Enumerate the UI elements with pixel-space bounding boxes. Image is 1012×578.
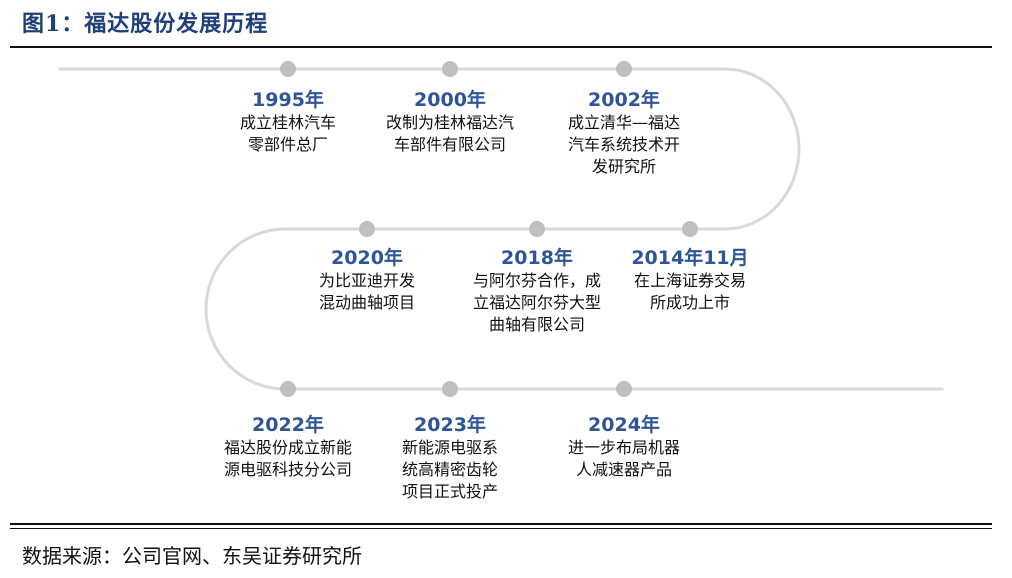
source-note: 数据来源：公司官网、东吴证券研究所	[22, 544, 362, 568]
event-2002: 2002年 成立清华—福达 汽车系统技术开 发研究所	[529, 88, 719, 178]
event-year: 2020年	[331, 247, 403, 269]
event-description: 在上海证券交易 所成功上市	[633, 271, 746, 312]
timeline-dot	[442, 61, 458, 77]
event-1995: 1995年 成立桂林汽车 零部件总厂	[193, 88, 383, 156]
event-2023: 2023年 新能源电驱系 统高精密齿轮 项目正式投产	[355, 413, 545, 503]
event-description: 改制为桂林福达汽 车部件有限公司	[385, 113, 514, 154]
event-description: 成立清华—福达 汽车系统技术开 发研究所	[567, 113, 680, 176]
event-description: 为比亚迪开发 混动曲轴项目	[318, 271, 415, 312]
event-year: 2000年	[414, 89, 486, 111]
event-2000: 2000年 改制为桂林福达汽 车部件有限公司	[355, 88, 545, 156]
event-description: 成立桂林汽车 零部件总厂	[239, 113, 336, 154]
event-year: 2002年	[588, 89, 660, 111]
event-2022: 2022年 福达股份成立新能 源电驱科技分公司	[193, 413, 383, 481]
figure-title: 图1：福达股份发展历程	[22, 11, 269, 37]
timeline-dot	[280, 381, 296, 397]
timeline-dot	[280, 61, 296, 77]
event-year: 2018年	[501, 247, 573, 269]
event-year: 2024年	[588, 414, 660, 436]
timeline-dot	[442, 381, 458, 397]
event-description: 福达股份成立新能 源电驱科技分公司	[223, 438, 352, 479]
timeline-dots	[280, 61, 698, 397]
top-rule	[10, 46, 992, 48]
timeline-dot	[616, 381, 632, 397]
timeline-dot	[359, 221, 375, 237]
timeline-dot	[682, 221, 698, 237]
event-description: 进一步布局机器 人减速器产品	[567, 438, 680, 479]
event-description: 与阿尔芬合作，成 立福达阿尔芬大型 曲轴有限公司	[472, 271, 601, 334]
event-2018: 2018年 与阿尔芬合作，成 立福达阿尔芬大型 曲轴有限公司	[442, 246, 632, 336]
event-2020: 2020年 为比亚迪开发 混动曲轴项目	[272, 246, 462, 314]
event-year: 2023年	[414, 414, 486, 436]
timeline-dot	[616, 61, 632, 77]
event-description: 新能源电驱系 统高精密齿轮 项目正式投产	[401, 438, 498, 501]
event-2024: 2024年 进一步布局机器 人减速器产品	[529, 413, 719, 481]
event-year: 2022年	[252, 414, 324, 436]
timeline-dot	[529, 221, 545, 237]
event-2014-11: 2014年11月 在上海证券交易 所成功上市	[595, 246, 785, 314]
bottom-rule-thin	[10, 528, 992, 529]
bottom-rule	[10, 523, 992, 525]
event-year: 1995年	[252, 89, 324, 111]
timeline-path	[58, 67, 944, 391]
event-year: 2014年11月	[631, 247, 749, 269]
